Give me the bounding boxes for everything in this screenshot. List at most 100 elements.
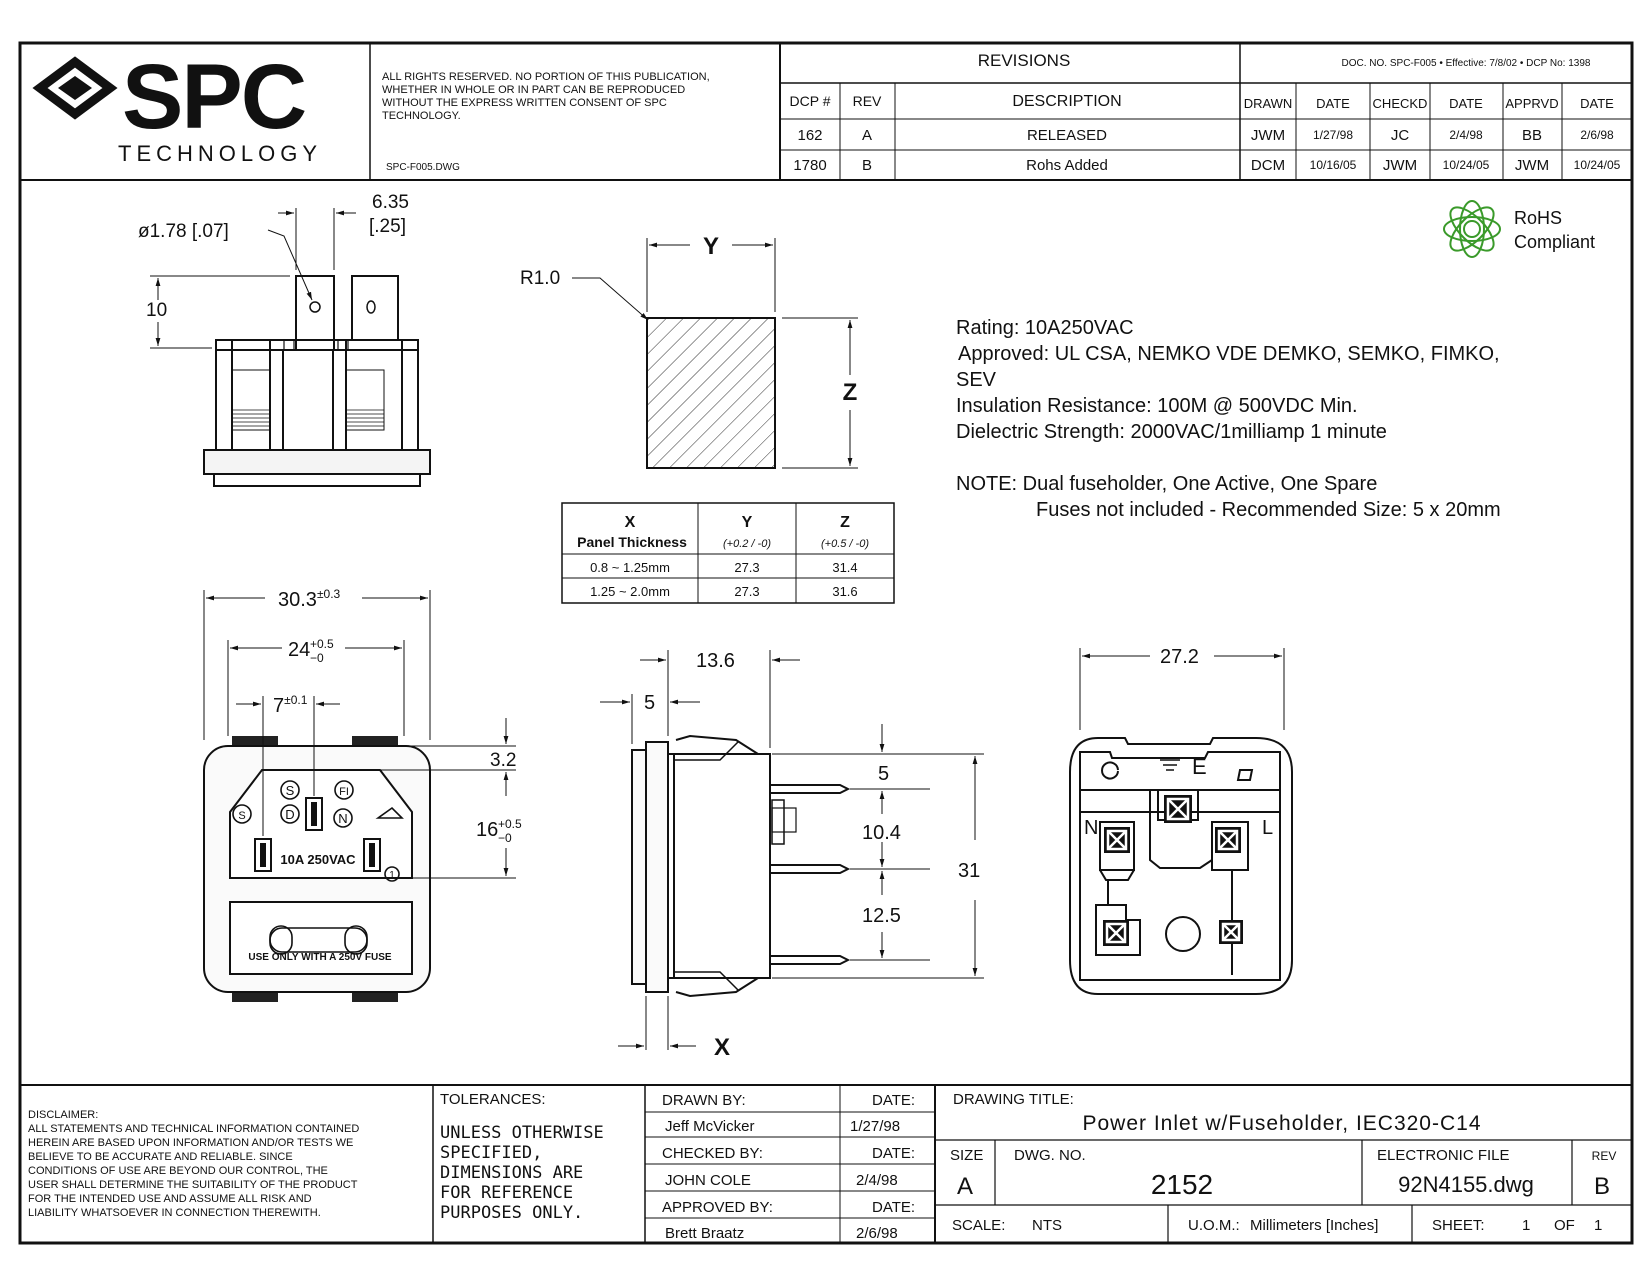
sheet-value: 1 <box>1522 1217 1530 1234</box>
cutout-table: X Y Z Panel Thickness (+0.2 / -0) (+0.5 … <box>561 502 895 604</box>
front-view: S D FI N S 1 10A 250VAC USE ONLY WITH A … <box>203 736 431 1002</box>
rev-a-drawn: JWM <box>1251 127 1285 144</box>
approved-date: 2/6/98 <box>856 1225 898 1242</box>
dim-tab-width-mm: 6.35 <box>372 192 409 213</box>
disclaimer-line-6: FOR THE INTENDED USE AND ASSUME ALL RISK… <box>28 1193 312 1205</box>
front-symbol-n: N <box>338 811 347 826</box>
rev-a-checkd: JC <box>1391 127 1410 144</box>
rev-header-date1: DATE <box>1316 96 1350 111</box>
cutout-label-z: Z <box>843 379 858 406</box>
rev-b-date3: 10/24/05 <box>1574 158 1621 172</box>
checked-by-label: CHECKED BY: <box>662 1145 763 1162</box>
side-view-dims <box>600 650 984 1050</box>
efile-label: ELECTRONIC FILE <box>1377 1147 1510 1164</box>
rev-header-rev: REV <box>853 93 882 109</box>
spec-rating: Rating: 10A250VAC <box>956 317 1134 339</box>
front-rating-label: 10A 250VAC <box>280 852 356 867</box>
rev-header-dcp: DCP # <box>790 93 831 109</box>
table-r1-z: 31.4 <box>832 560 857 575</box>
uom-label: U.O.M.: <box>1188 1217 1240 1234</box>
doc-info: DOC. NO. SPC-F005 • Effective: 7/8/02 • … <box>1342 58 1591 69</box>
checked-by: JOHN COLE <box>665 1172 751 1189</box>
table-head-y: Y <box>742 514 753 531</box>
drawn-by: Jeff McVicker <box>665 1118 754 1135</box>
title-block: DISCLAIMER: ALL STATEMENTS AND TECHNICAL… <box>20 1084 1632 1243</box>
rev-b-date1: 10/16/05 <box>1310 158 1357 172</box>
side-view <box>631 734 851 998</box>
cutout-label-y: Y <box>703 233 719 260</box>
drawn-date: 1/27/98 <box>850 1118 900 1135</box>
rev-b-drawn: DCM <box>1251 157 1285 174</box>
dim-depth-13-6: 13.6 <box>696 650 735 672</box>
rev-b-rev: B <box>862 157 872 174</box>
specs-block: Rating: 10A250VAC Approved: UL CSA, NEMK… <box>956 317 1501 521</box>
disclaimer-title: DISCLAIMER: <box>28 1109 98 1121</box>
table-sub-y: (+0.2 / -0) <box>723 538 771 550</box>
rohs-icon <box>1443 200 1501 258</box>
disclaimer-line-2: HEREIN ARE BASED UPON INFORMATION AND/OR… <box>28 1137 353 1149</box>
sheet-label: SHEET: <box>1432 1217 1485 1234</box>
rev-label: REV <box>1592 1149 1617 1163</box>
approved-by: Brett Braatz <box>665 1225 744 1242</box>
rev-header-desc: DESCRIPTION <box>1012 93 1121 110</box>
disclaimer-line-4: CONDITIONS OF USE ARE BEYOND OUR CONTROL… <box>28 1165 328 1177</box>
dim-pin-offset-5: 5 <box>878 763 889 785</box>
efile: 92N4155.dwg <box>1398 1172 1534 1197</box>
spc-logo: SPC TECHNOLOGY <box>32 46 322 166</box>
panel-cutout: Y Z R1.0 <box>520 233 858 469</box>
of-label: OF <box>1554 1217 1575 1234</box>
table-sub-z: (+0.5 / -0) <box>821 538 869 550</box>
checked-date-label: DATE: <box>872 1145 915 1162</box>
rear-label-n: N <box>1084 817 1098 839</box>
spec-note-2: Fuses not included - Recommended Size: 5… <box>1036 499 1501 521</box>
rear-view: E N L <box>1069 737 1293 995</box>
approved-date-label: DATE: <box>872 1199 915 1216</box>
dim-panel-x: X <box>714 1034 730 1061</box>
size-value: A <box>957 1173 973 1200</box>
front-view-dims <box>203 590 516 879</box>
terminal-view-dims <box>150 208 356 349</box>
dim-flange-5: 5 <box>644 692 655 714</box>
dim-pin-10-4: 10.4 <box>862 822 901 844</box>
rev-header-checkd: CHECKD <box>1373 96 1428 111</box>
drawn-by-label: DRAWN BY: <box>662 1092 746 1109</box>
sheet-border <box>18 41 1634 1245</box>
spec-note-1: NOTE: Dual fuseholder, One Active, One S… <box>956 473 1377 495</box>
dim-tab-width-in: [.25] <box>369 216 406 237</box>
drawing-title: Power Inlet w/Fuseholder, IEC320-C14 <box>1082 1112 1481 1135</box>
logo-text: SPC <box>122 46 305 148</box>
drawn-date-label: DATE: <box>872 1092 915 1109</box>
rev-b-date2: 10/24/05 <box>1443 158 1490 172</box>
table-r2-z: 31.6 <box>832 584 857 599</box>
front-symbol-one: 1 <box>389 870 395 881</box>
tolerance-line-2: SPECIFIED, <box>440 1143 542 1163</box>
dim-height-16-tol-dn: −0 <box>498 831 512 845</box>
tolerance-line-3: DIMENSIONS ARE <box>440 1163 583 1183</box>
dwg-no: 2152 <box>1151 1169 1213 1200</box>
source-file: SPC-F005.DWG <box>386 162 460 173</box>
rev-a-rev: A <box>862 127 872 144</box>
tolerance-line-4: FOR REFERENCE <box>440 1183 573 1203</box>
spec-insulation: Insulation Resistance: 100M @ 500VDC Min… <box>956 395 1358 417</box>
disclaimer-line-3: BELIEVE TO BE ACCURATE AND RELIABLE. SIN… <box>28 1151 293 1163</box>
disclaimer-line-5: USER SHALL DETERMINE THE SUITABILITY OF … <box>28 1179 358 1191</box>
rev-a-date1: 1/27/98 <box>1313 128 1353 142</box>
table-head-x: X <box>625 514 636 531</box>
dim-width-24-tol-up: +0.5 <box>310 637 334 651</box>
table-r2-y: 27.3 <box>734 584 759 599</box>
uom-value: Millimeters [Inches] <box>1250 1217 1378 1234</box>
dim-pitch-7: 7±0.1 <box>273 693 308 717</box>
spec-approved: Approved: UL CSA, NEMKO VDE DEMKO, SEMKO… <box>958 343 1500 365</box>
rev-header-date2: DATE <box>1449 96 1483 111</box>
dim-body-31: 31 <box>958 860 980 882</box>
rights-line-1: ALL RIGHTS RESERVED. NO PORTION OF THIS … <box>382 71 710 83</box>
tolerance-line-1: UNLESS OTHERWISE <box>440 1123 604 1143</box>
rights-line-2: WHETHER IN WHOLE OR IN PART CAN BE REPRO… <box>382 84 685 96</box>
tolerance-line-5: PURPOSES ONLY. <box>440 1203 583 1223</box>
revisions-title: REVISIONS <box>978 51 1071 70</box>
dim-height-16-tol-up: +0.5 <box>498 817 522 831</box>
rev-a-desc: RELEASED <box>1027 127 1107 144</box>
logo-subtext: TECHNOLOGY <box>118 141 322 166</box>
dim-width-24-tol-dn: −0 <box>310 651 324 665</box>
